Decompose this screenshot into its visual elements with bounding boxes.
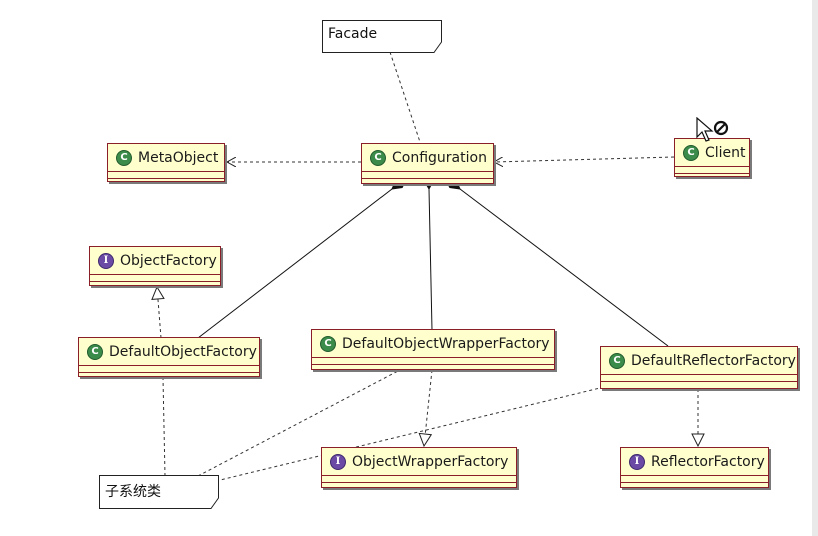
class-configuration-label: Configuration [392,149,487,166]
defaultwrapperfactory-realizes-objectwrapperfactory [424,369,433,446]
class-metaobject-label: MetaObject [138,149,219,166]
interface-icon: I [98,252,114,269]
class-icon: C [370,149,386,166]
interface-reflectorfactory[interactable]: I ReflectorFactory [620,447,769,488]
interface-objectfactory-label: ObjectFactory [120,252,217,269]
mouse-cursor-icon [696,117,729,142]
class-client[interactable]: C Client [674,138,750,177]
class-icon: C [116,149,132,166]
note-shape [99,475,219,509]
facade-note-label: Facade [328,26,378,42]
interface-objectfactory[interactable]: I ObjectFactory [89,246,221,286]
facade-note[interactable]: Facade [322,20,442,53]
subsystem-link-objectfactory [162,377,166,477]
config-reflectorfactory-composition [460,189,669,347]
class-defaultobjectfactory[interactable]: C DefaultObjectFactory [78,337,260,377]
defaultobjectfactory-realizes-objectfactory [157,287,161,339]
subsystem-link-wrapperfactory [197,370,399,477]
class-defaultreflectorfactory[interactable]: C DefaultReflectorFactory [600,346,798,389]
class-defaultreflectorfactory-label: DefaultReflectorFactory [631,352,796,369]
class-defaultobjectfactory-label: DefaultObjectFactory [109,343,257,360]
client-config-dependency [494,156,675,162]
window-edge [812,0,818,536]
class-icon: C [320,335,336,352]
class-icon: C [87,343,103,360]
class-icon: C [683,144,699,161]
interface-icon: I [330,453,346,470]
class-metaobject[interactable]: C MetaObject [107,143,225,182]
interface-objectwrapperfactory-label: ObjectWrapperFactory [352,453,509,470]
interface-reflectorfactory-label: ReflectorFactory [651,453,765,470]
class-client-label: Client [705,144,746,161]
class-icon: C [609,352,625,369]
class-defaultobjectwrapperfactory[interactable]: C DefaultObjectWrapperFactory [311,329,555,370]
config-objectfactory-composition [197,189,392,339]
class-configuration[interactable]: C Configuration [361,143,494,184]
config-wrapperfactory-composition [429,189,432,331]
subsystem-note[interactable]: 子系统类 [99,475,219,509]
interface-icon: I [629,453,645,470]
note-shape [322,20,442,53]
class-defaultobjectwrapperfactory-label: DefaultObjectWrapperFactory [342,335,550,352]
subsystem-note-label: 子系统类 [105,484,161,500]
interface-objectwrapperfactory[interactable]: I ObjectWrapperFactory [321,447,517,488]
facade-link [389,51,421,143]
